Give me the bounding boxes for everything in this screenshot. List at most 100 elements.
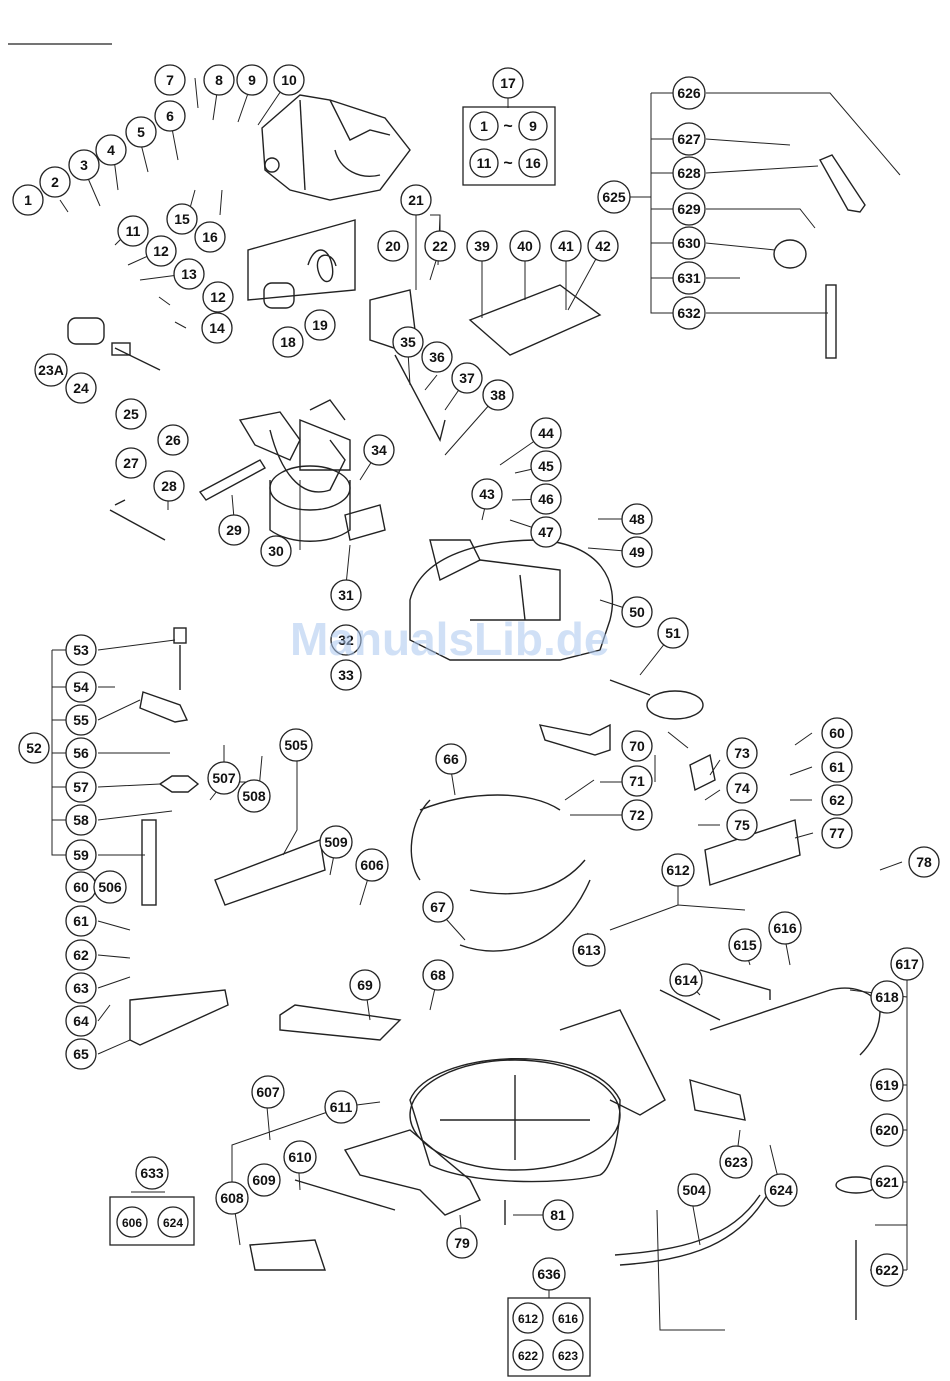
callout-label: 59	[73, 847, 89, 863]
callout-62: 62	[821, 784, 853, 816]
callout-label: 42	[595, 238, 611, 254]
callout-39: 39	[466, 230, 498, 262]
callout-label: 622	[518, 1349, 538, 1363]
callout-label: 12	[153, 243, 169, 259]
callout-label: 78	[916, 854, 932, 870]
callout-505: 505	[279, 728, 313, 762]
callout-label: 52	[26, 740, 42, 756]
callout-48: 48	[621, 503, 653, 535]
callout-label: 46	[538, 491, 554, 507]
callout-label: 64	[73, 1013, 89, 1029]
callout-label: 17	[500, 75, 516, 91]
callout-65: 65	[65, 1038, 97, 1070]
callout-label: 48	[629, 511, 645, 527]
callout-621: 621	[870, 1165, 904, 1199]
callout-label: 69	[357, 977, 373, 993]
callout-label: 60	[73, 879, 89, 895]
box-frame	[462, 106, 556, 186]
callout-label: 616	[773, 920, 797, 936]
callout-label: 622	[875, 1262, 899, 1278]
callout-label: 609	[252, 1172, 276, 1188]
callout-1: 1	[12, 184, 44, 216]
callout-57: 57	[65, 771, 97, 803]
callout-label: 25	[123, 406, 139, 422]
callout-label: 621	[875, 1174, 899, 1190]
callout-63: 63	[65, 972, 97, 1004]
callout-14: 14	[201, 312, 233, 344]
callout-label: 8	[215, 72, 223, 88]
callout-29: 29	[218, 514, 250, 546]
callout-label: 26	[165, 432, 181, 448]
callout-label: 606	[360, 857, 384, 873]
callout-66: 66	[435, 743, 467, 775]
callout-43: 43	[471, 478, 503, 510]
callout-label: 7	[166, 72, 174, 88]
callout-52: 52	[18, 732, 50, 764]
callout-37: 37	[451, 362, 483, 394]
callout-label: 623	[558, 1349, 578, 1363]
range-separator: ~	[503, 118, 512, 135]
callout-72: 72	[621, 799, 653, 831]
callout-62: 62	[65, 939, 97, 971]
callout-label: 77	[829, 825, 845, 841]
assembly-box-17: 1~911~16	[462, 106, 556, 186]
callout-610: 610	[283, 1140, 317, 1174]
box-632-item: 606	[116, 1206, 148, 1238]
callout-27: 27	[115, 447, 147, 479]
callout-68: 68	[422, 959, 454, 991]
callout-label: 16	[525, 155, 541, 171]
callout-label: 505	[284, 737, 308, 753]
watermark: ManualsLib.de	[290, 613, 609, 665]
callout-81: 81	[542, 1199, 574, 1231]
callout-611: 611	[324, 1090, 358, 1124]
callout-label: 68	[430, 967, 446, 983]
callout-label: 35	[400, 334, 416, 350]
callout-label: 506	[98, 879, 122, 895]
callout-626: 626	[672, 76, 706, 110]
callout-label: 1	[24, 192, 32, 208]
callout-54: 54	[65, 671, 97, 703]
callout-624: 624	[764, 1173, 798, 1207]
callout-label: 19	[312, 317, 328, 333]
callout-label: 630	[677, 235, 701, 251]
callout-46: 46	[530, 483, 562, 515]
callout-label: 15	[174, 211, 190, 227]
callout-label: 4	[107, 142, 115, 158]
box-633-item: 612	[512, 1302, 544, 1334]
callout-620: 620	[870, 1113, 904, 1147]
callout-31: 31	[330, 579, 362, 611]
callout-71: 71	[621, 765, 653, 797]
callout-label: 23A	[38, 362, 64, 378]
box-17-range-start: 11	[469, 148, 499, 178]
callout-label: 18	[280, 334, 296, 350]
callout-label: 3	[80, 157, 88, 173]
callout-53: 53	[65, 634, 97, 666]
callout-label: 73	[734, 745, 750, 761]
callout-18: 18	[272, 326, 304, 358]
callout-label: 16	[202, 229, 218, 245]
callout-636: 636	[532, 1257, 566, 1291]
callout-632: 632	[672, 296, 706, 330]
callout-21: 21	[400, 184, 432, 216]
callout-12: 12	[145, 235, 177, 267]
box-17-range-start: 1	[469, 111, 499, 141]
callout-label: 613	[577, 942, 601, 958]
callout-label: 9	[248, 72, 256, 88]
callout-617: 617	[890, 947, 924, 981]
callout-label: 47	[538, 524, 554, 540]
callout-628: 628	[672, 156, 706, 190]
callout-606: 606	[355, 848, 389, 882]
callout-label: 50	[629, 604, 645, 620]
callout-label: 27	[123, 455, 139, 471]
callout-24: 24	[65, 372, 97, 404]
box-frame	[507, 1297, 591, 1377]
callout-label: 63	[73, 980, 89, 996]
callout-74: 74	[726, 772, 758, 804]
callout-label: 509	[324, 834, 348, 850]
callout-30: 30	[260, 535, 292, 567]
callout-609: 609	[247, 1163, 281, 1197]
callout-34: 34	[363, 434, 395, 466]
